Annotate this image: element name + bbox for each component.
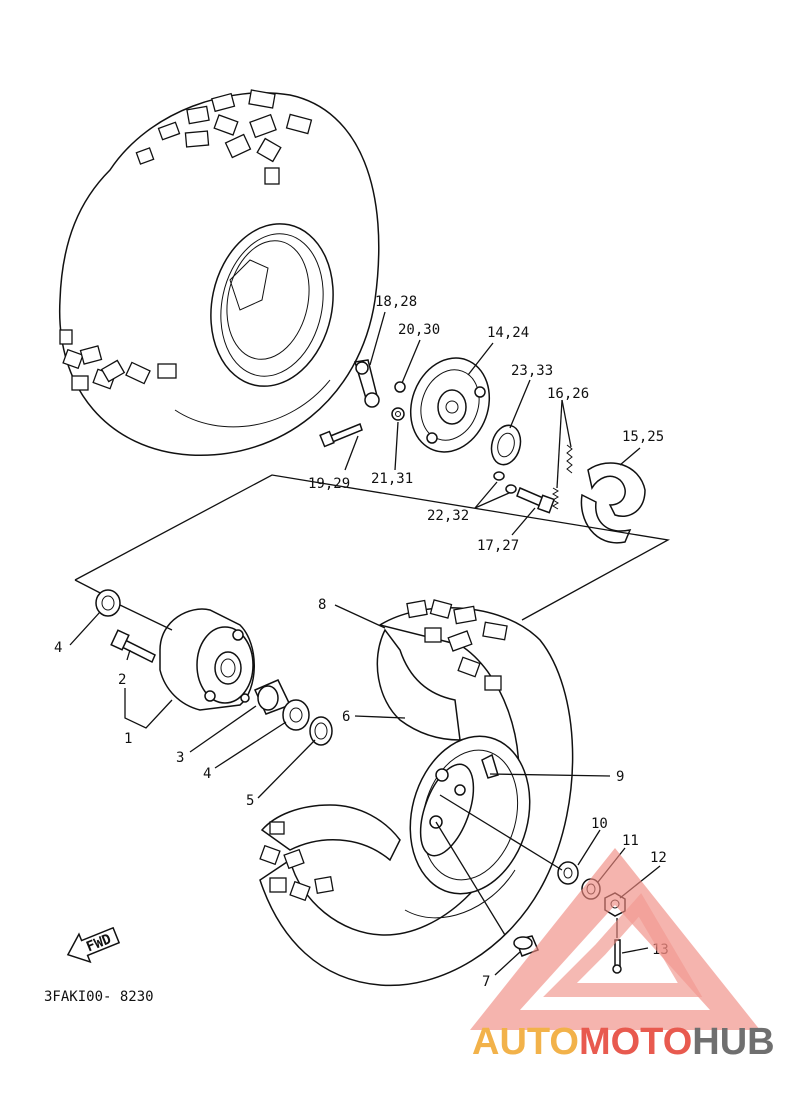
fwd-arrow: FWD: [66, 926, 121, 964]
brake-shoes-15: [580, 462, 646, 544]
upper-tire: [59, 89, 380, 456]
svg-text:AUTOMOTOHUB: AUTOMOTOHUB: [472, 1021, 775, 1063]
watermark-auto: AUTO: [472, 1021, 579, 1063]
brake-lever-18: [354, 359, 380, 408]
label-12: 12: [650, 850, 667, 866]
watermark-moto: MOTO: [579, 1021, 692, 1063]
bolt-2: [110, 629, 156, 664]
oil-seal-5: [309, 716, 333, 746]
cotter-pin-13: [612, 939, 622, 974]
brake-panel-14: [409, 357, 491, 453]
label-20-30: 20,30: [398, 322, 440, 338]
bearing-4: [282, 699, 310, 731]
hub-1: [159, 608, 255, 711]
label-17-27: 17,27: [477, 538, 519, 554]
watermark-text: AUTOMOTOHUB: [472, 1021, 775, 1063]
label-4a: 4: [54, 640, 62, 656]
camshaft-17: [516, 487, 555, 514]
springs-16: [552, 444, 573, 510]
label-8: 8: [318, 597, 326, 613]
label-23-33: 23,33: [511, 363, 553, 379]
assembly-outline: [74, 474, 670, 621]
bolt-19: [319, 423, 363, 448]
drawing-code: 3FAKI00- 8230: [44, 989, 154, 1005]
label-16-26: 16,26: [547, 386, 589, 402]
collar-3: [253, 679, 292, 715]
label-21-31: 21,31: [371, 471, 413, 487]
bearing-4-top: [95, 589, 121, 617]
upper-tire-tread: [59, 89, 313, 391]
label-19-29: 19,29: [308, 476, 350, 492]
label-9: 9: [616, 769, 624, 785]
watermark-hub: HUB: [692, 1021, 774, 1063]
lower-tire: [259, 599, 574, 987]
part-labels: 18,28 20,30 14,24 23,33 16,26 15,25 19,2…: [54, 294, 669, 990]
watermark-logo: [470, 848, 760, 1030]
label-3: 3: [176, 750, 184, 766]
collar-10: [557, 861, 579, 885]
label-4b: 4: [203, 766, 211, 782]
label-10: 10: [591, 816, 608, 832]
label-18-28: 18,28: [375, 294, 417, 310]
label-7: 7: [482, 974, 490, 990]
leader-lines-upper: [344, 311, 641, 536]
washer-21: [391, 407, 405, 421]
nut-20: [394, 381, 406, 393]
label-2: 2: [118, 672, 126, 688]
lug-nut-7: [513, 935, 539, 957]
label-15-25: 15,25: [622, 429, 664, 445]
label-5: 5: [246, 793, 254, 809]
oil-seal-23: [490, 424, 522, 466]
label-22-32: 22,32: [427, 508, 469, 524]
lower-tire-tread: [259, 599, 508, 902]
label-11: 11: [622, 833, 639, 849]
label-6: 6: [342, 709, 350, 725]
label-14-24: 14,24: [487, 325, 529, 341]
label-1: 1: [124, 731, 132, 747]
o-rings-22: [493, 471, 517, 494]
